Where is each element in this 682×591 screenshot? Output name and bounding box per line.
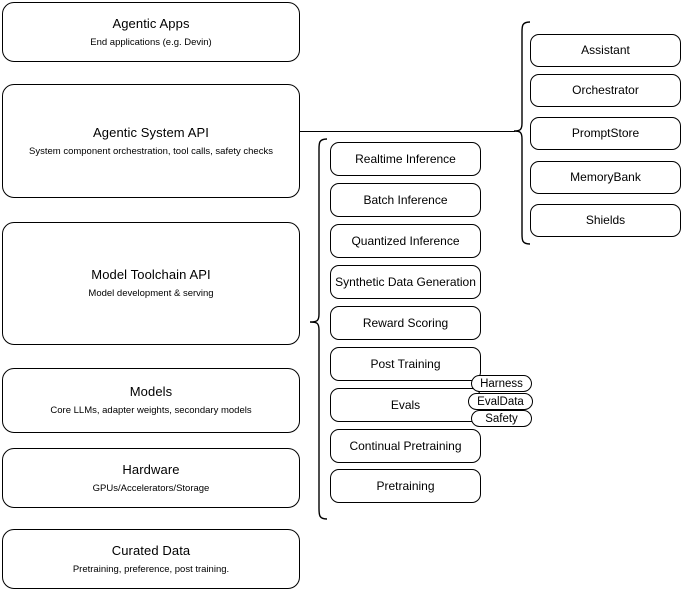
chip-label: Batch Inference xyxy=(363,192,448,207)
capability-chip-batch-inference[interactable]: Batch Inference xyxy=(330,183,481,217)
layer-card-hardware[interactable]: Hardware GPUs/Accelerators/Storage xyxy=(2,448,300,508)
layer-card-agentic-apps[interactable]: Agentic Apps End applications (e.g. Devi… xyxy=(2,2,300,62)
layer-title: Model Toolchain API xyxy=(91,267,211,282)
layer-subtitle: Pretraining, preference, post training. xyxy=(72,563,230,575)
layer-title: Agentic System API xyxy=(93,124,209,140)
layer-subtitle: GPUs/Accelerators/Storage xyxy=(92,482,210,494)
layer-card-agentic-system-api[interactable]: Agentic System API System component orch… xyxy=(2,84,300,198)
chip-label: PromptStore xyxy=(571,126,640,140)
layer-subtitle: Core LLMs, adapter weights, secondary mo… xyxy=(50,405,252,416)
chip-label: Quantized Inference xyxy=(351,233,460,248)
component-chip-shields[interactable]: Shields xyxy=(530,204,681,237)
capability-chip-post-training[interactable]: Post Training xyxy=(330,347,481,381)
component-chip-promptstore[interactable]: PromptStore xyxy=(530,117,681,150)
pill-label: Safety xyxy=(485,412,518,425)
capability-chip-synthetic-data-generation[interactable]: Synthetic Data Generation xyxy=(330,265,481,299)
chip-label: Assistant xyxy=(581,43,630,57)
layer-card-curated-data[interactable]: Curated Data Pretraining, preference, po… xyxy=(2,529,300,589)
component-chip-memorybank[interactable]: MemoryBank xyxy=(530,161,681,194)
chip-label: Pretraining xyxy=(376,478,435,493)
layer-title: Models xyxy=(129,384,173,399)
eval-pill-evaldata[interactable]: EvalData xyxy=(468,393,533,410)
chip-label: Orchestrator xyxy=(572,83,639,97)
brace-model-toolchain-capabilities xyxy=(303,136,329,524)
component-chip-orchestrator[interactable]: Orchestrator xyxy=(530,74,681,107)
chip-label: Synthetic Data Generation xyxy=(335,274,476,289)
layer-title: Hardware xyxy=(122,461,180,477)
brace-agentic-system-components xyxy=(508,20,532,246)
chip-label: Realtime Inference xyxy=(355,151,456,166)
capability-chip-evals[interactable]: Evals xyxy=(330,388,481,422)
chip-label: Shields xyxy=(585,213,626,227)
component-chip-assistant[interactable]: Assistant xyxy=(530,34,681,67)
layer-card-model-toolchain-api[interactable]: Model Toolchain API Model development & … xyxy=(2,222,300,345)
eval-pill-safety[interactable]: Safety xyxy=(471,410,532,427)
layer-title: Curated Data xyxy=(111,542,191,558)
capability-chip-realtime-inference[interactable]: Realtime Inference xyxy=(330,142,481,176)
capability-chip-quantized-inference[interactable]: Quantized Inference xyxy=(330,224,481,258)
layer-subtitle: System component orchestration, tool cal… xyxy=(29,145,273,157)
pill-label: Harness xyxy=(480,377,523,390)
chip-label: Reward Scoring xyxy=(362,315,449,330)
eval-pill-harness[interactable]: Harness xyxy=(471,375,532,392)
pill-label: EvalData xyxy=(477,395,524,408)
chip-label: Evals xyxy=(390,397,421,412)
connector-line-agentic-system-api xyxy=(300,131,515,132)
capability-chip-continual-pretraining[interactable]: Continual Pretraining xyxy=(330,429,481,463)
layer-subtitle: End applications (e.g. Devin) xyxy=(90,36,212,48)
capability-chip-pretraining[interactable]: Pretraining xyxy=(330,469,481,503)
capability-chip-reward-scoring[interactable]: Reward Scoring xyxy=(330,306,481,340)
layer-card-models[interactable]: Models Core LLMs, adapter weights, secon… xyxy=(2,368,300,433)
chip-label: Continual Pretraining xyxy=(349,438,462,453)
chip-label: MemoryBank xyxy=(570,170,641,184)
layer-title: Agentic Apps xyxy=(112,15,190,31)
layer-subtitle: Model development & serving xyxy=(88,288,214,299)
chip-label: Post Training xyxy=(370,356,441,371)
